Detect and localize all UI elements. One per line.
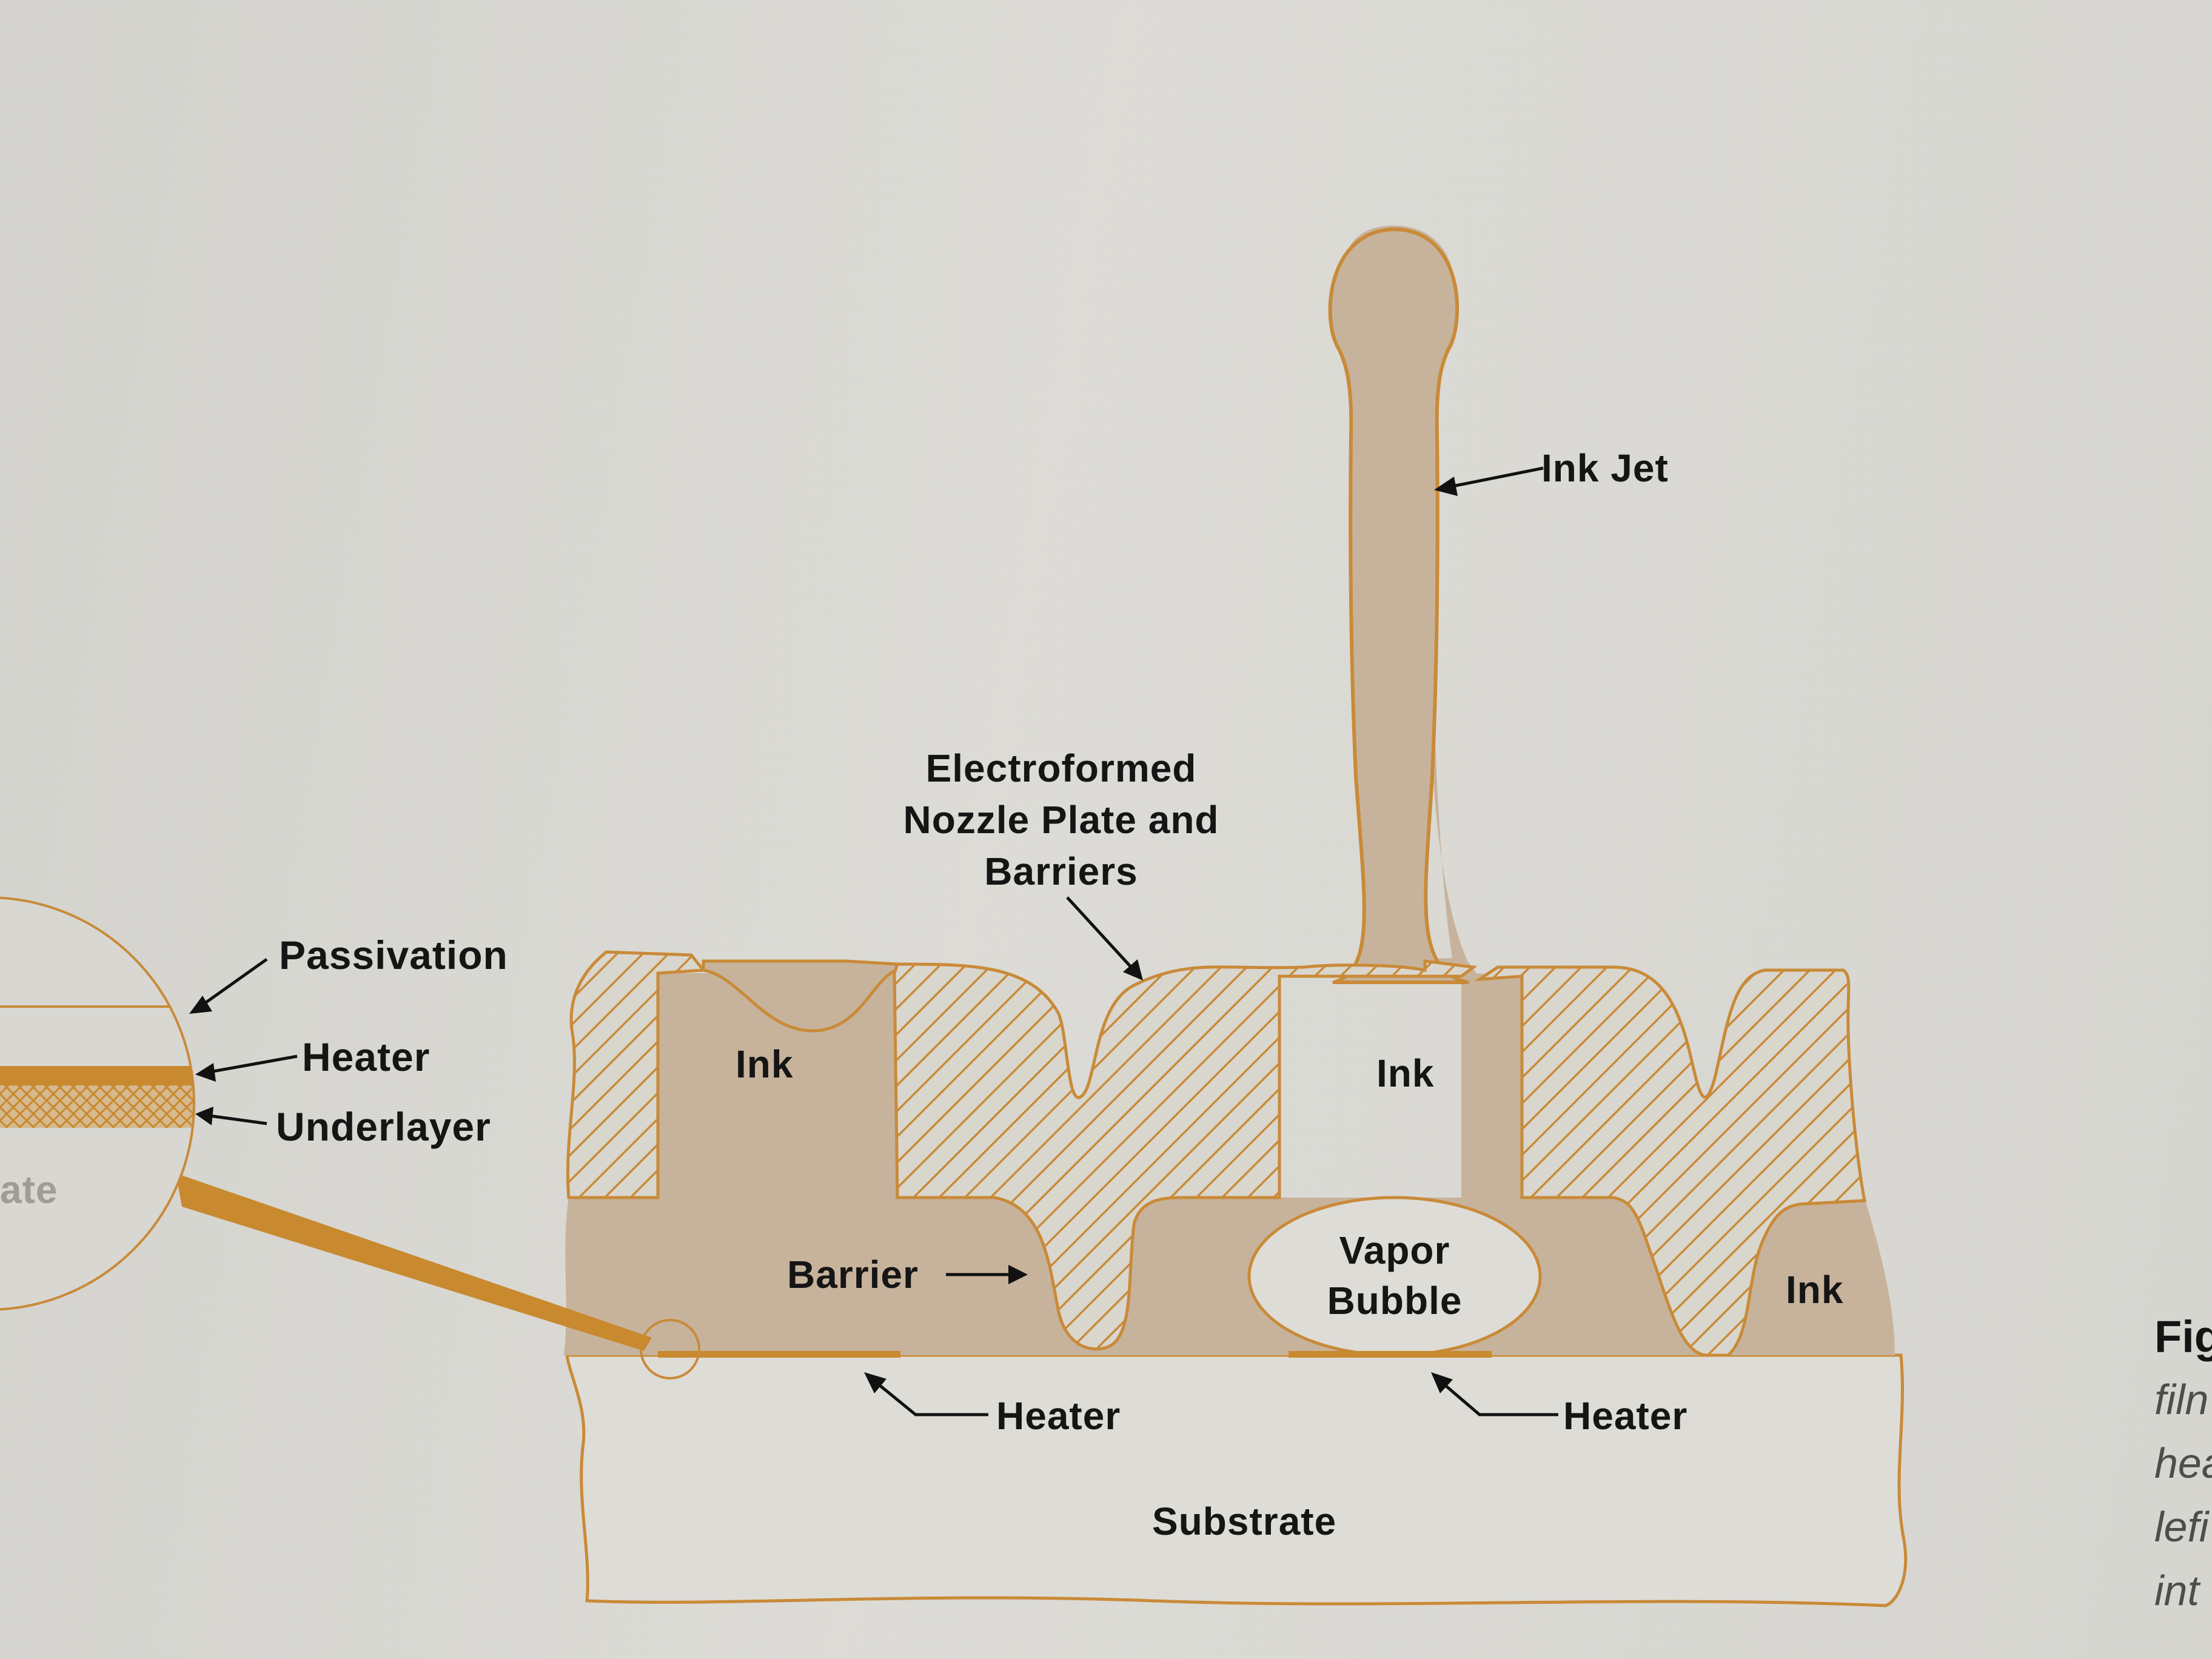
- zoom-wedge: [176, 1173, 652, 1351]
- ink-jet-arrow: [1434, 466, 1544, 496]
- ink-left-label: Ink: [736, 1042, 794, 1086]
- inset-substrate-fragment-label: ate: [0, 1168, 58, 1212]
- substrate-label: Substrate: [1152, 1500, 1337, 1543]
- nozzle-plate-barrier-left: [893, 959, 1478, 1351]
- inset-heater-layer: [0, 1066, 194, 1085]
- ink-center-label: Ink: [1376, 1051, 1435, 1095]
- substrate-block: [565, 1353, 1908, 1607]
- ink-right-label: Ink: [1786, 1268, 1844, 1312]
- barrier-label: Barrier: [787, 1253, 919, 1296]
- nozzle-plate-label-line2: Nozzle Plate and: [903, 798, 1219, 842]
- inset-heater-label: Heater: [302, 1034, 431, 1079]
- ink-jet-droplet: [1328, 227, 1469, 984]
- nozzle-plate-label-line1: Electroformed: [925, 746, 1197, 790]
- nozzle-plate-left-section: [566, 950, 706, 1199]
- heater-left-arrow: [864, 1372, 988, 1416]
- vapor-bubble-label-line2: Bubble: [1327, 1279, 1463, 1322]
- figure-caption-line-3: lefi: [2154, 1503, 2209, 1550]
- inset-passivation-label: Passivation: [279, 933, 508, 977]
- nozzle-plate-label-line3: Barriers: [984, 850, 1138, 893]
- heater-strip-left: [658, 1351, 900, 1358]
- nozzle-plate-arrow: [1066, 896, 1143, 980]
- vapor-bubble-shape: [1247, 1196, 1542, 1357]
- inset-circle-outline: [0, 896, 195, 1311]
- underlayer-arrow: [195, 1107, 267, 1125]
- nozzle-plate-left-middle-section: [702, 959, 899, 1033]
- nozzle-plate-barrier-right: [1473, 965, 1866, 1357]
- figure-caption-line-2: hea: [2154, 1439, 2212, 1487]
- heater-left-label: Heater: [996, 1394, 1121, 1438]
- heater-right-arrow: [1431, 1372, 1558, 1416]
- figure-caption-title: Fig: [2154, 1312, 2212, 1362]
- inset-underlayer-label: Underlayer: [276, 1104, 491, 1149]
- heater-right-label: Heater: [1563, 1394, 1688, 1438]
- inset-underlayer: [0, 1085, 194, 1128]
- heater-strip-right: [1289, 1351, 1492, 1358]
- vapor-bubble-label-line1: Vapor: [1339, 1228, 1450, 1272]
- figure-caption-line-1: filn: [2154, 1376, 2209, 1423]
- figure-caption-line-4: int: [2154, 1567, 2199, 1614]
- passivation-arrow: [189, 957, 268, 1014]
- barrier-arrow: [946, 1265, 1028, 1284]
- ink-jet-label: Ink Jet: [1541, 446, 1669, 490]
- inset-heater-arrow: [195, 1054, 298, 1082]
